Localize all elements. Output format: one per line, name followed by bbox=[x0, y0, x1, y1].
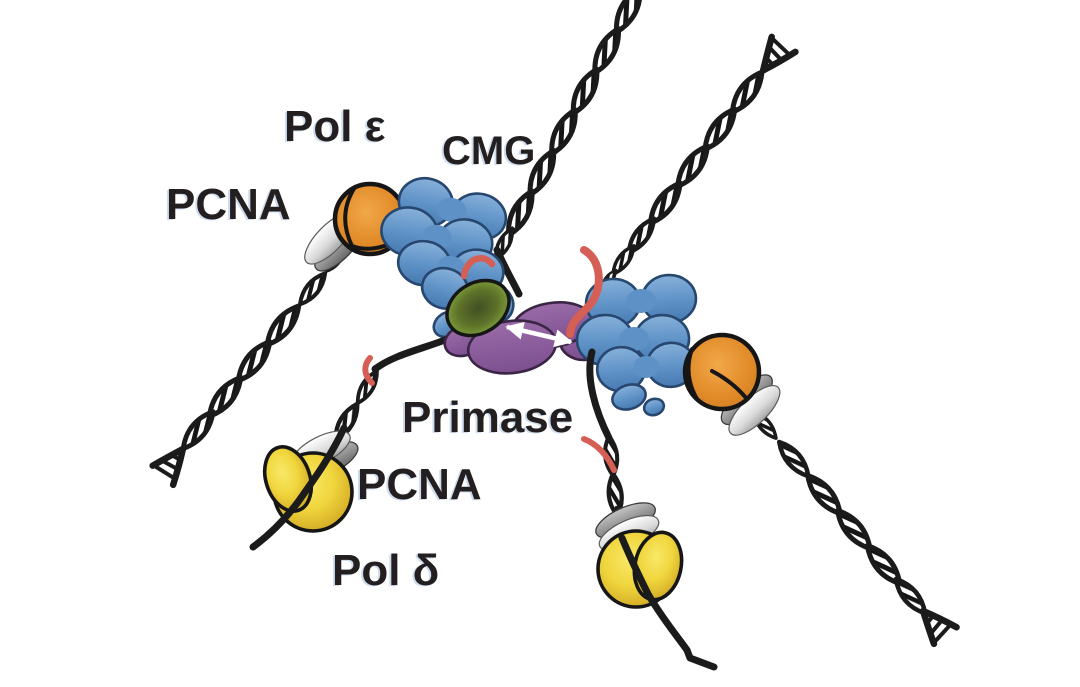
pol-epsilon-seam bbox=[686, 347, 699, 401]
pol-epsilon-right bbox=[682, 332, 762, 412]
cmg-waist bbox=[436, 197, 467, 223]
accessory-factor-green bbox=[445, 278, 511, 338]
leading-template-strand-left bbox=[493, 246, 523, 298]
lagging-strand-tail-left bbox=[249, 424, 348, 551]
rna-primer-right-okazaki bbox=[581, 436, 617, 473]
label-cmg: CMG bbox=[442, 129, 535, 173]
cmg-foot-lobe bbox=[642, 397, 666, 417]
rna-primer-left-cmg bbox=[460, 255, 496, 280]
label-pcna-upper: PCNA bbox=[166, 180, 291, 229]
label-pol-delta: Pol δ bbox=[332, 546, 439, 595]
cmg-waist bbox=[626, 288, 656, 314]
cmg-foot-lobe bbox=[611, 383, 647, 411]
cmg-helicase-right bbox=[575, 273, 698, 417]
cmg-waist bbox=[633, 355, 660, 379]
label-primase: Primase bbox=[402, 393, 573, 442]
pol-epsilon-seam bbox=[710, 369, 749, 401]
label-pcna-lower: PCNA bbox=[357, 460, 482, 509]
cmg-tier bbox=[595, 341, 697, 393]
rna-primer-left-okazaki bbox=[362, 355, 375, 386]
dna-helix-segment bbox=[295, 270, 329, 309]
lagging-strand-right bbox=[586, 348, 613, 442]
primase-shuttle-arrow bbox=[505, 321, 573, 348]
cmg-waist bbox=[619, 326, 649, 352]
lagging-strand-tail-right bbox=[618, 534, 718, 671]
dna-leading-duplex-right bbox=[747, 406, 956, 646]
label-pol-epsilon: Pol ε bbox=[284, 102, 386, 151]
pol-delta-right bbox=[596, 529, 684, 609]
dna-parental-duplex-right bbox=[596, 35, 796, 294]
pol-epsilon-seam bbox=[343, 185, 401, 251]
